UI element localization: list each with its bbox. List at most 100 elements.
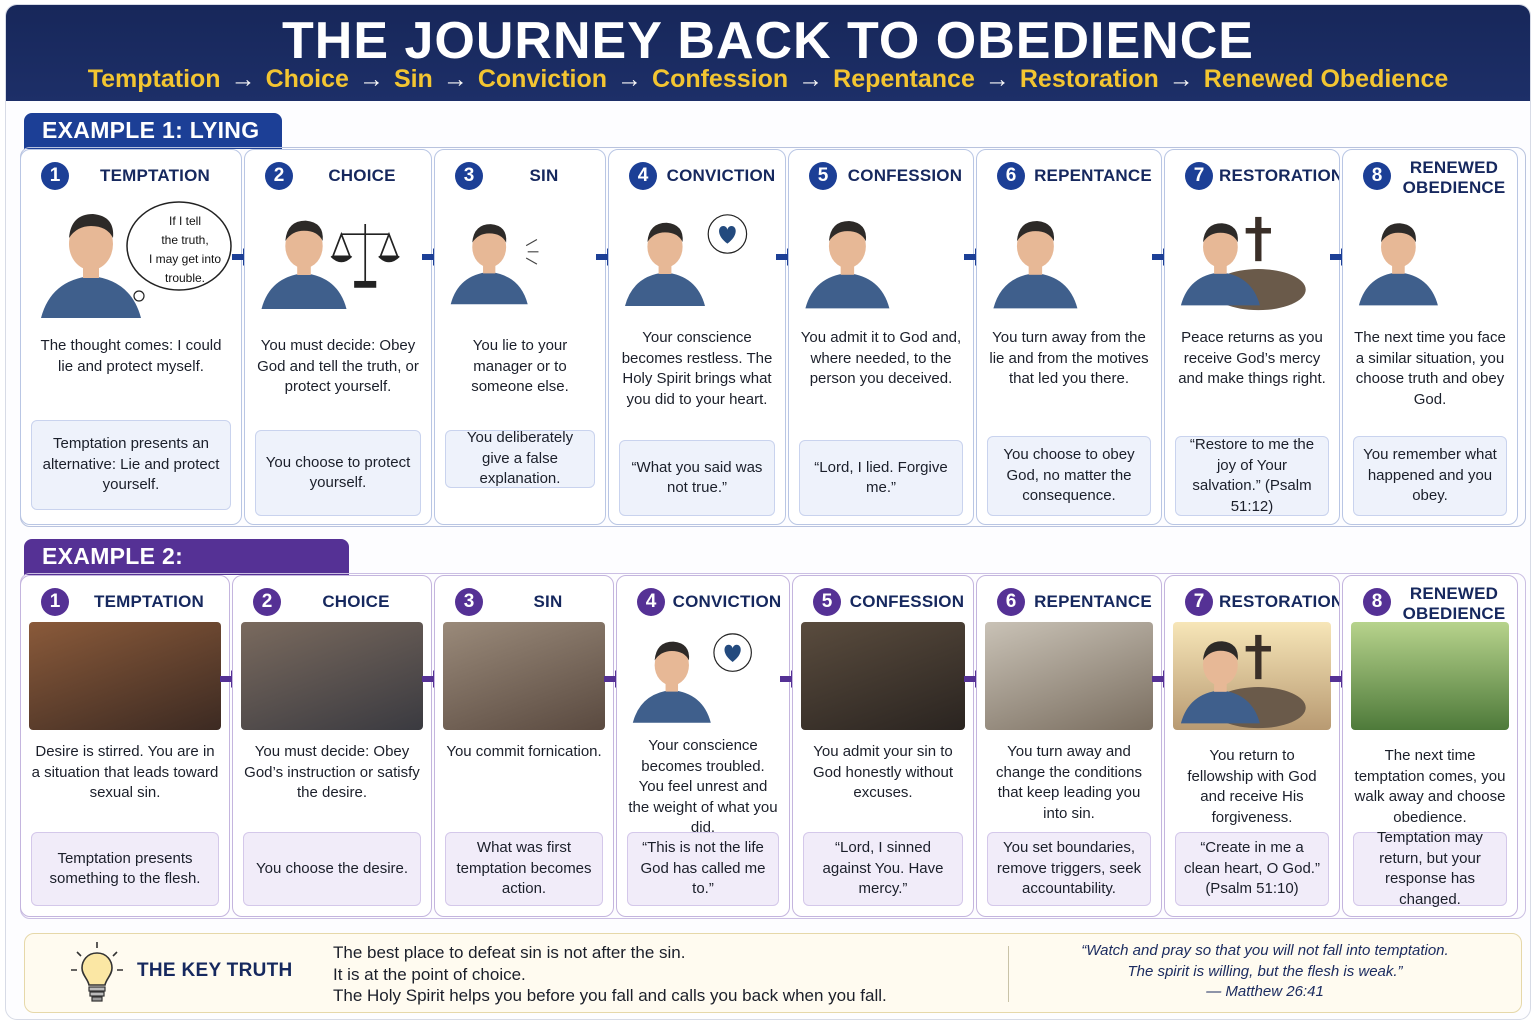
step-label: RESTORATION [1219,166,1340,185]
illustration [1173,198,1331,318]
step-callout-text: You remember what happened and you obey. [1363,446,1497,505]
key-truth-panel: THE KEY TRUTH The best place to defeat s… [24,933,1522,1013]
step-number: 1 [41,588,69,616]
step-number: 5 [809,162,837,190]
heart-icon [707,214,748,254]
step-card: 6 REPENTANCE You turn away from the lie … [976,149,1162,525]
step-callout-text: “This is not the life God has called me … [640,839,766,898]
illustration: If I tell the truth, I may get into trouble… [29,198,233,318]
step-callout-text: You set boundaries, remove triggers, see… [996,839,1142,898]
illustration [1351,198,1509,318]
step-description: You commit fornication. [446,743,602,760]
infographic-frame: THE JOURNEY BACK TO OBEDIENCE Temptation… [5,4,1531,1020]
thought-bubble-icon [126,201,232,310]
step-callout: You set boundaries, remove triggers, see… [987,832,1151,906]
step-card: 8 RENEWED OBEDIENCE The next time you fa… [1342,149,1518,525]
step-card: 5 CONFESSION You admit your sin to God h… [792,575,974,917]
step-label: CONFESSION [847,166,963,185]
illustration [443,622,605,730]
thought-line: I may get into [148,252,222,266]
step-card: 7 RESTORATION Peace returns as you recei… [1164,149,1340,525]
illustration [797,198,965,318]
step-label: CONVICTION [672,592,782,611]
step-label: SIN [529,166,559,185]
step-callout-text: “Restore to me the joy of Your salvation… [1189,436,1315,515]
step-card: 4 CONVICTION Your conscience becomes res… [608,149,786,525]
step-description: You admit your sin to God honestly witho… [812,743,954,801]
step-number: 2 [253,588,281,616]
illustration [1351,622,1509,730]
illustration [253,198,423,318]
step-number: 8 [1363,588,1391,616]
step-callout-text: What was first temptation becomes action… [456,839,592,898]
illustration [625,622,781,730]
step-label: RENEWED OBEDIENCE [1402,584,1506,623]
step-number: 6 [997,162,1025,190]
step-number: 3 [455,588,483,616]
step-number: 2 [265,162,293,190]
step-callout-text: “Lord, I sinned against You. Have mercy.… [822,839,944,898]
step-callout: You choose to protect yourself. [255,430,421,516]
step-description: Your conscience becomes troubled. You fe… [628,737,778,836]
step-callout: “Create in me a clean heart, O God.” (Ps… [1175,832,1329,906]
step-label: REPENTANCE [1034,592,1152,611]
step-callout-text: You choose the desire. [255,859,409,877]
step-sin: Sin [393,65,433,93]
quote-reference: — Matthew 26:41 [1206,983,1324,1000]
thought-line: trouble. [164,271,206,285]
step-label: CHOICE [328,166,396,185]
step-description: Desire is stirred. You are in a situatio… [31,743,219,801]
key-truth-line: It is at the point of choice. [333,964,526,984]
arrow-icon: → [1168,65,1194,93]
thought-line: If I tell [168,214,201,228]
arrow-icon: → [617,65,643,93]
page-title: THE JOURNEY BACK TO OBEDIENCE [282,12,1254,70]
step-callout-text: Temptation presents an alternative: Lie … [42,435,220,494]
step-label: CONVICTION [666,166,776,185]
thought-line: the truth, [161,233,209,247]
step-label: RENEWED OBEDIENCE [1402,158,1506,197]
step-label: REPENTANCE [1034,166,1152,185]
step-callout: You choose to obey God, no matter the co… [987,436,1151,516]
illustration [985,198,1153,318]
arrow-icon: → [230,65,256,93]
step-number: 3 [455,162,483,190]
step-number: 4 [637,588,665,616]
step-choice: Choice [265,65,349,93]
illustration [801,622,965,730]
step-callout-text: “Lord, I lied. Forgive me.” [814,458,948,497]
step-card: 5 CONFESSION You admit it to God and, wh… [788,149,974,525]
step-number: 6 [997,588,1025,616]
step-callout: You remember what happened and you obey. [1353,436,1507,516]
step-card: 7 RESTORATION You return to fellowship w… [1164,575,1340,917]
step-callout: “This is not the life God has called me … [627,832,779,906]
illustration [29,622,221,730]
step-label: CONFESSION [849,592,965,611]
key-truth-line: The Holy Spirit helps you before you fal… [333,986,887,1005]
scripture-quote: “Watch and pray so that you will not fal… [1015,941,1515,1003]
step-description: The next time temptation comes, you walk… [1354,747,1506,826]
key-truth-text: The best place to defeat sin is not afte… [333,942,887,1007]
step-number: 4 [629,162,657,190]
quote-line: The spirit is willing, but the flesh is … [1127,962,1403,980]
step-callout: “Restore to me the joy of Your salvation… [1175,436,1329,516]
step-renewed-obedience: Renewed Obedience [1203,65,1449,93]
step-callout-text: Temptation presents something to the fle… [49,849,201,888]
step-label: RESTORATION [1219,592,1340,611]
step-number: 1 [41,162,69,190]
step-callout: “Lord, I sinned against You. Have mercy.… [803,832,963,906]
step-description: You lie to your manager or to someone el… [471,337,569,395]
step-card: 6 REPENTANCE You turn away and change th… [976,575,1162,917]
step-description: You must decide: Obey God’s instruction … [244,743,420,801]
example-2-tab: EXAMPLE 2: FORNICATION [24,539,349,596]
step-description: You admit it to God and, where needed, t… [800,329,962,387]
step-callout-text: “Create in me a clean heart, O God.” (Ps… [1184,839,1320,898]
arrow-icon: → [442,65,468,93]
step-description: Peace returns as you receive God’s mercy… [1178,329,1326,387]
arrow-icon: → [798,65,824,93]
step-restoration: Restoration [1019,65,1159,93]
step-description: You must decide: Obey God and tell the t… [257,337,419,395]
lightbulb-icon [69,940,125,1006]
step-card: 1 TEMPTATION Desire is stirred. You are … [20,575,230,917]
